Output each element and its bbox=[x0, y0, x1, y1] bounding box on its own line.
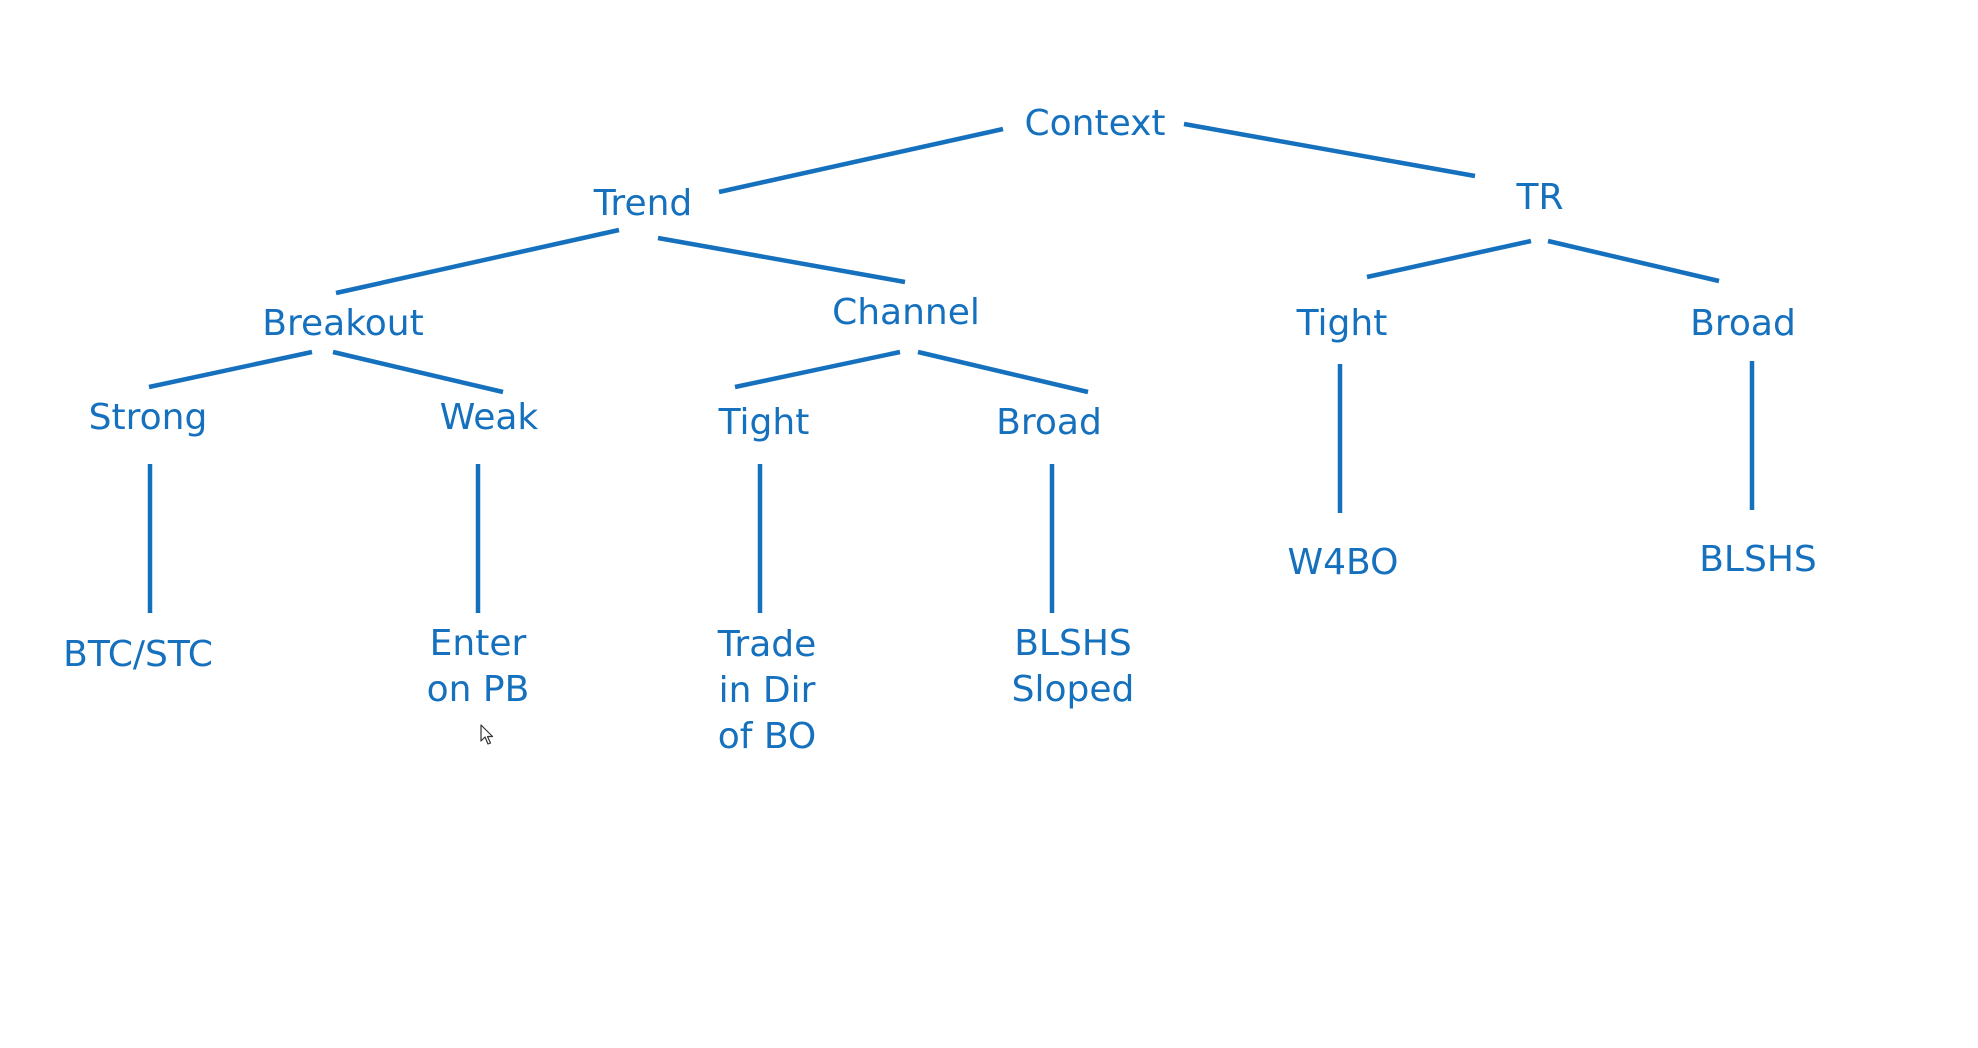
node-trend-line-1: Trend bbox=[593, 183, 693, 224]
edge-tr-to-tr-tight bbox=[1366, 238, 1532, 280]
edge-breakout-to-weak bbox=[332, 349, 504, 395]
node-w4bo-line-1: W4BO bbox=[1288, 542, 1399, 583]
edge-context-to-tr bbox=[1183, 121, 1476, 179]
node-trade-in-dir: Trade in Dir of BO bbox=[717, 624, 817, 757]
node-enter-on-pb-line-2: on PB bbox=[427, 669, 530, 710]
node-trade-in-dir-line-2: in Dir bbox=[719, 670, 816, 711]
node-blshs: BLSHS bbox=[1699, 539, 1817, 580]
node-blshs-line-1: BLSHS bbox=[1699, 539, 1817, 580]
node-channel-tight: Tight bbox=[718, 402, 810, 443]
node-tr-broad: Broad bbox=[1690, 303, 1796, 344]
node-tr-tight: Tight bbox=[1296, 303, 1388, 344]
node-trend: Trend bbox=[593, 183, 693, 224]
node-btc-stc: BTC/STC bbox=[63, 634, 213, 675]
node-weak: Weak bbox=[440, 397, 539, 438]
node-blshs-sloped: BLSHS Sloped bbox=[1012, 623, 1135, 710]
node-tr-tight-line-1: Tight bbox=[1296, 303, 1388, 344]
node-channel-tight-line-1: Tight bbox=[718, 402, 810, 443]
edge-breakout-to-strong bbox=[148, 349, 313, 390]
node-tr: TR bbox=[1515, 177, 1563, 218]
mouse-cursor-icon bbox=[480, 724, 494, 745]
node-context: Context bbox=[1024, 103, 1165, 144]
edge-context-to-trend bbox=[718, 126, 1004, 195]
node-tr-broad-line-1: Broad bbox=[1690, 303, 1796, 344]
node-btc-stc-line-1: BTC/STC bbox=[63, 634, 213, 675]
edge-trend-to-channel bbox=[657, 235, 906, 285]
node-tr-line-1: TR bbox=[1515, 177, 1563, 218]
node-channel-broad: Broad bbox=[996, 402, 1102, 443]
edge-channel-to-channel-broad bbox=[917, 349, 1089, 395]
node-enter-on-pb: Enter on PB bbox=[427, 623, 530, 710]
node-weak-line-1: Weak bbox=[440, 397, 539, 438]
node-channel-line-1: Channel bbox=[832, 292, 980, 333]
edge-trend-to-breakout bbox=[335, 227, 620, 296]
node-breakout: Breakout bbox=[262, 303, 423, 344]
edge-tr-to-tr-broad bbox=[1547, 238, 1720, 284]
node-breakout-line-1: Breakout bbox=[262, 303, 423, 344]
node-channel-broad-line-1: Broad bbox=[996, 402, 1102, 443]
node-w4bo: W4BO bbox=[1288, 542, 1399, 583]
node-trade-in-dir-line-3: of BO bbox=[718, 716, 817, 757]
tree-edges bbox=[147, 121, 1755, 613]
node-blshs-sloped-line-2: Sloped bbox=[1012, 669, 1135, 710]
node-enter-on-pb-line-1: Enter bbox=[430, 623, 527, 664]
node-strong-line-1: Strong bbox=[89, 397, 208, 438]
node-channel: Channel bbox=[832, 292, 980, 333]
edge-channel-to-channel-tight bbox=[734, 349, 901, 390]
node-trade-in-dir-line-1: Trade bbox=[717, 624, 817, 665]
node-blshs-sloped-line-1: BLSHS bbox=[1014, 623, 1132, 664]
node-strong: Strong bbox=[89, 397, 208, 438]
node-context-line-1: Context bbox=[1024, 103, 1165, 144]
